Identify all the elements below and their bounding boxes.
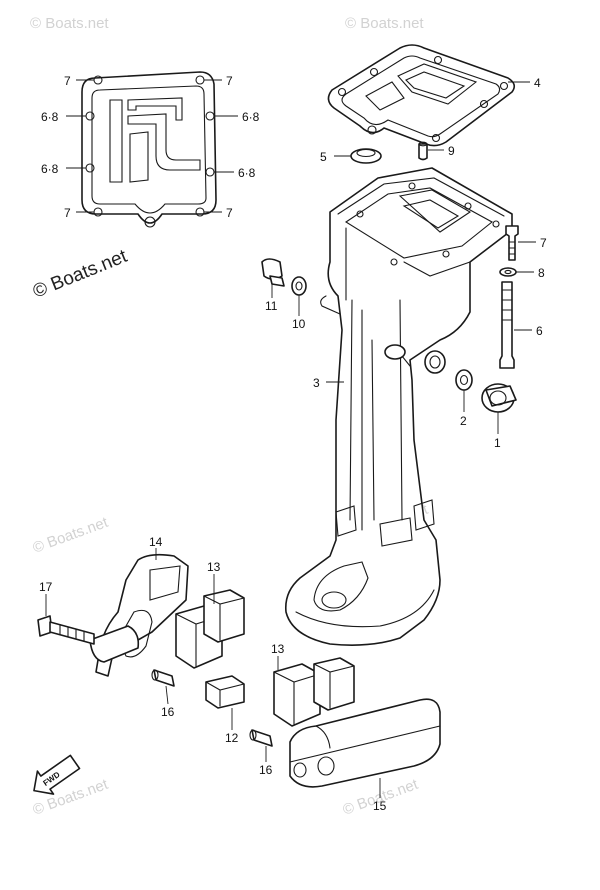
oil-seal [350, 148, 382, 164]
callout-17: 17 [39, 580, 53, 594]
callout-6-8-upper-left: 6·8 [41, 110, 59, 124]
callout-7-right: 7 [540, 236, 547, 250]
plug-washer [291, 276, 307, 296]
callout-16-upper: 16 [161, 705, 175, 719]
callout-2: 2 [460, 414, 467, 428]
callout-16-lower: 16 [259, 763, 273, 777]
mount-pin-upper [151, 669, 175, 687]
callout-13-upper: 13 [207, 560, 221, 574]
long-bolt [499, 281, 515, 369]
callout-labels: 7 7 6·8 6·8 6·8 6·8 7 7 4 5 9 7 8 6 3 2 … [39, 74, 547, 813]
callout-4: 4 [534, 76, 541, 90]
driveshaft-housing [284, 167, 513, 646]
watermark-top-right: © Boats.net [345, 15, 424, 32]
short-bolt [505, 225, 519, 261]
callout-14: 14 [149, 535, 163, 549]
callout-8: 8 [538, 266, 545, 280]
leader-lines [45, 79, 536, 798]
drain-washer [455, 369, 473, 391]
watermark-center-left: © Boats.net [31, 514, 111, 557]
callout-5: 5 [320, 150, 327, 164]
gasket-left [81, 71, 217, 228]
rubber-mount-upper [175, 589, 245, 669]
plug-bolt [261, 258, 285, 287]
mount-cover [289, 698, 441, 788]
callout-10: 10 [292, 317, 306, 331]
callout-15: 15 [373, 799, 387, 813]
callout-6-8-lower-right: 6·8 [238, 166, 256, 180]
callout-7-top-right: 7 [226, 74, 233, 88]
gasket-right [327, 44, 516, 147]
callout-13-lower: 13 [271, 642, 285, 656]
callout-6-8-lower-left: 6·8 [41, 162, 59, 176]
callout-7-bottom-right: 7 [226, 206, 233, 220]
watermark-top-left: © Boats.net [30, 15, 109, 32]
callout-7-top-left: 7 [64, 74, 71, 88]
callout-12: 12 [225, 731, 239, 745]
mount-stopper [205, 675, 245, 709]
fwd-arrow-icon: FWD [33, 754, 81, 795]
mount-bolt [37, 615, 95, 645]
callout-1: 1 [494, 436, 501, 450]
callout-9: 9 [448, 144, 455, 158]
mount-pin-lower [249, 729, 273, 747]
dowel-pin [418, 141, 428, 161]
callout-11: 11 [265, 299, 278, 313]
callout-3: 3 [313, 376, 320, 390]
mount-bracket [89, 553, 189, 677]
callout-6-8-upper-right: 6·8 [242, 110, 260, 124]
callout-6: 6 [536, 324, 543, 338]
watermark-prominent: © Boats.net [30, 246, 131, 303]
rubber-mount-lower [273, 657, 355, 727]
callout-7-bottom-left: 7 [64, 206, 71, 220]
drain-plug [481, 383, 517, 413]
bolt-washer [499, 267, 517, 277]
